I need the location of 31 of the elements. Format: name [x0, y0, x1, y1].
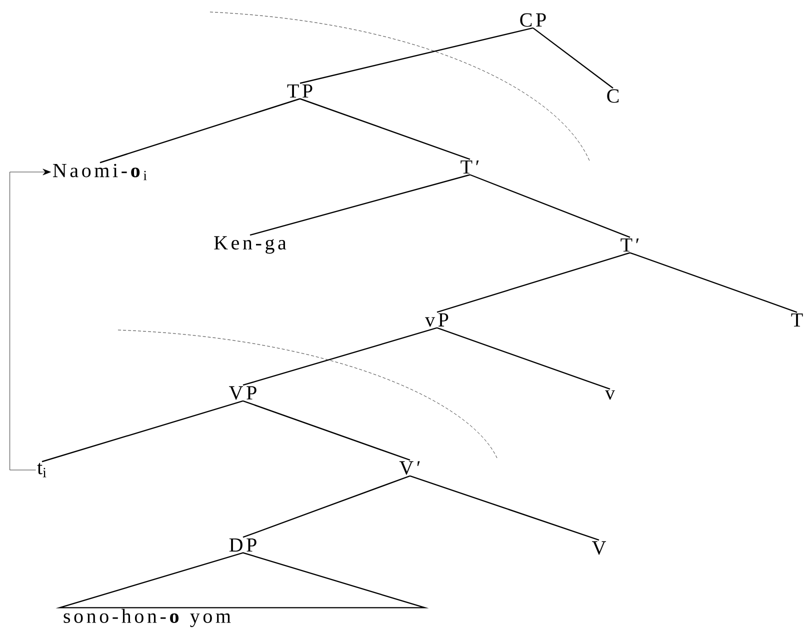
tree-label: v: [605, 390, 616, 400]
branch-line: [436, 252, 630, 313]
tree-label: DP: [229, 538, 256, 552]
branch-line: [410, 475, 600, 541]
branch-line: [242, 327, 438, 386]
branch-line: [100, 98, 300, 164]
branch-line: [42, 400, 244, 462]
tree-label: vP: [425, 313, 448, 327]
tree-label: V′: [399, 461, 420, 475]
tree-label: VP: [229, 386, 256, 400]
tree-label: t$_{i}$: [37, 462, 46, 478]
movement-arrow: [10, 168, 51, 470]
branch-line: [436, 327, 610, 390]
branch-line: [630, 252, 798, 313]
tree-label: TP: [287, 84, 312, 98]
tree-label: C: [607, 89, 619, 103]
tree-label: V: [592, 541, 606, 555]
branch-line: [300, 27, 534, 84]
branch-line: [532, 27, 614, 89]
tree-label: Naomi-o$_{i}$: [53, 164, 147, 180]
branch-line: [250, 174, 470, 236]
branch-line: [300, 98, 470, 160]
tree-label: T′: [460, 160, 479, 174]
tree-label: T′: [620, 238, 639, 252]
tree-label: CP: [520, 13, 546, 27]
branch-line: [242, 400, 410, 461]
tree-label: sono-hon-o yom: [64, 608, 231, 628]
branch-line: [242, 475, 410, 538]
tree-label: Ken-ga: [214, 236, 286, 254]
branch-line: [470, 174, 630, 238]
tree-label: T: [791, 313, 803, 327]
